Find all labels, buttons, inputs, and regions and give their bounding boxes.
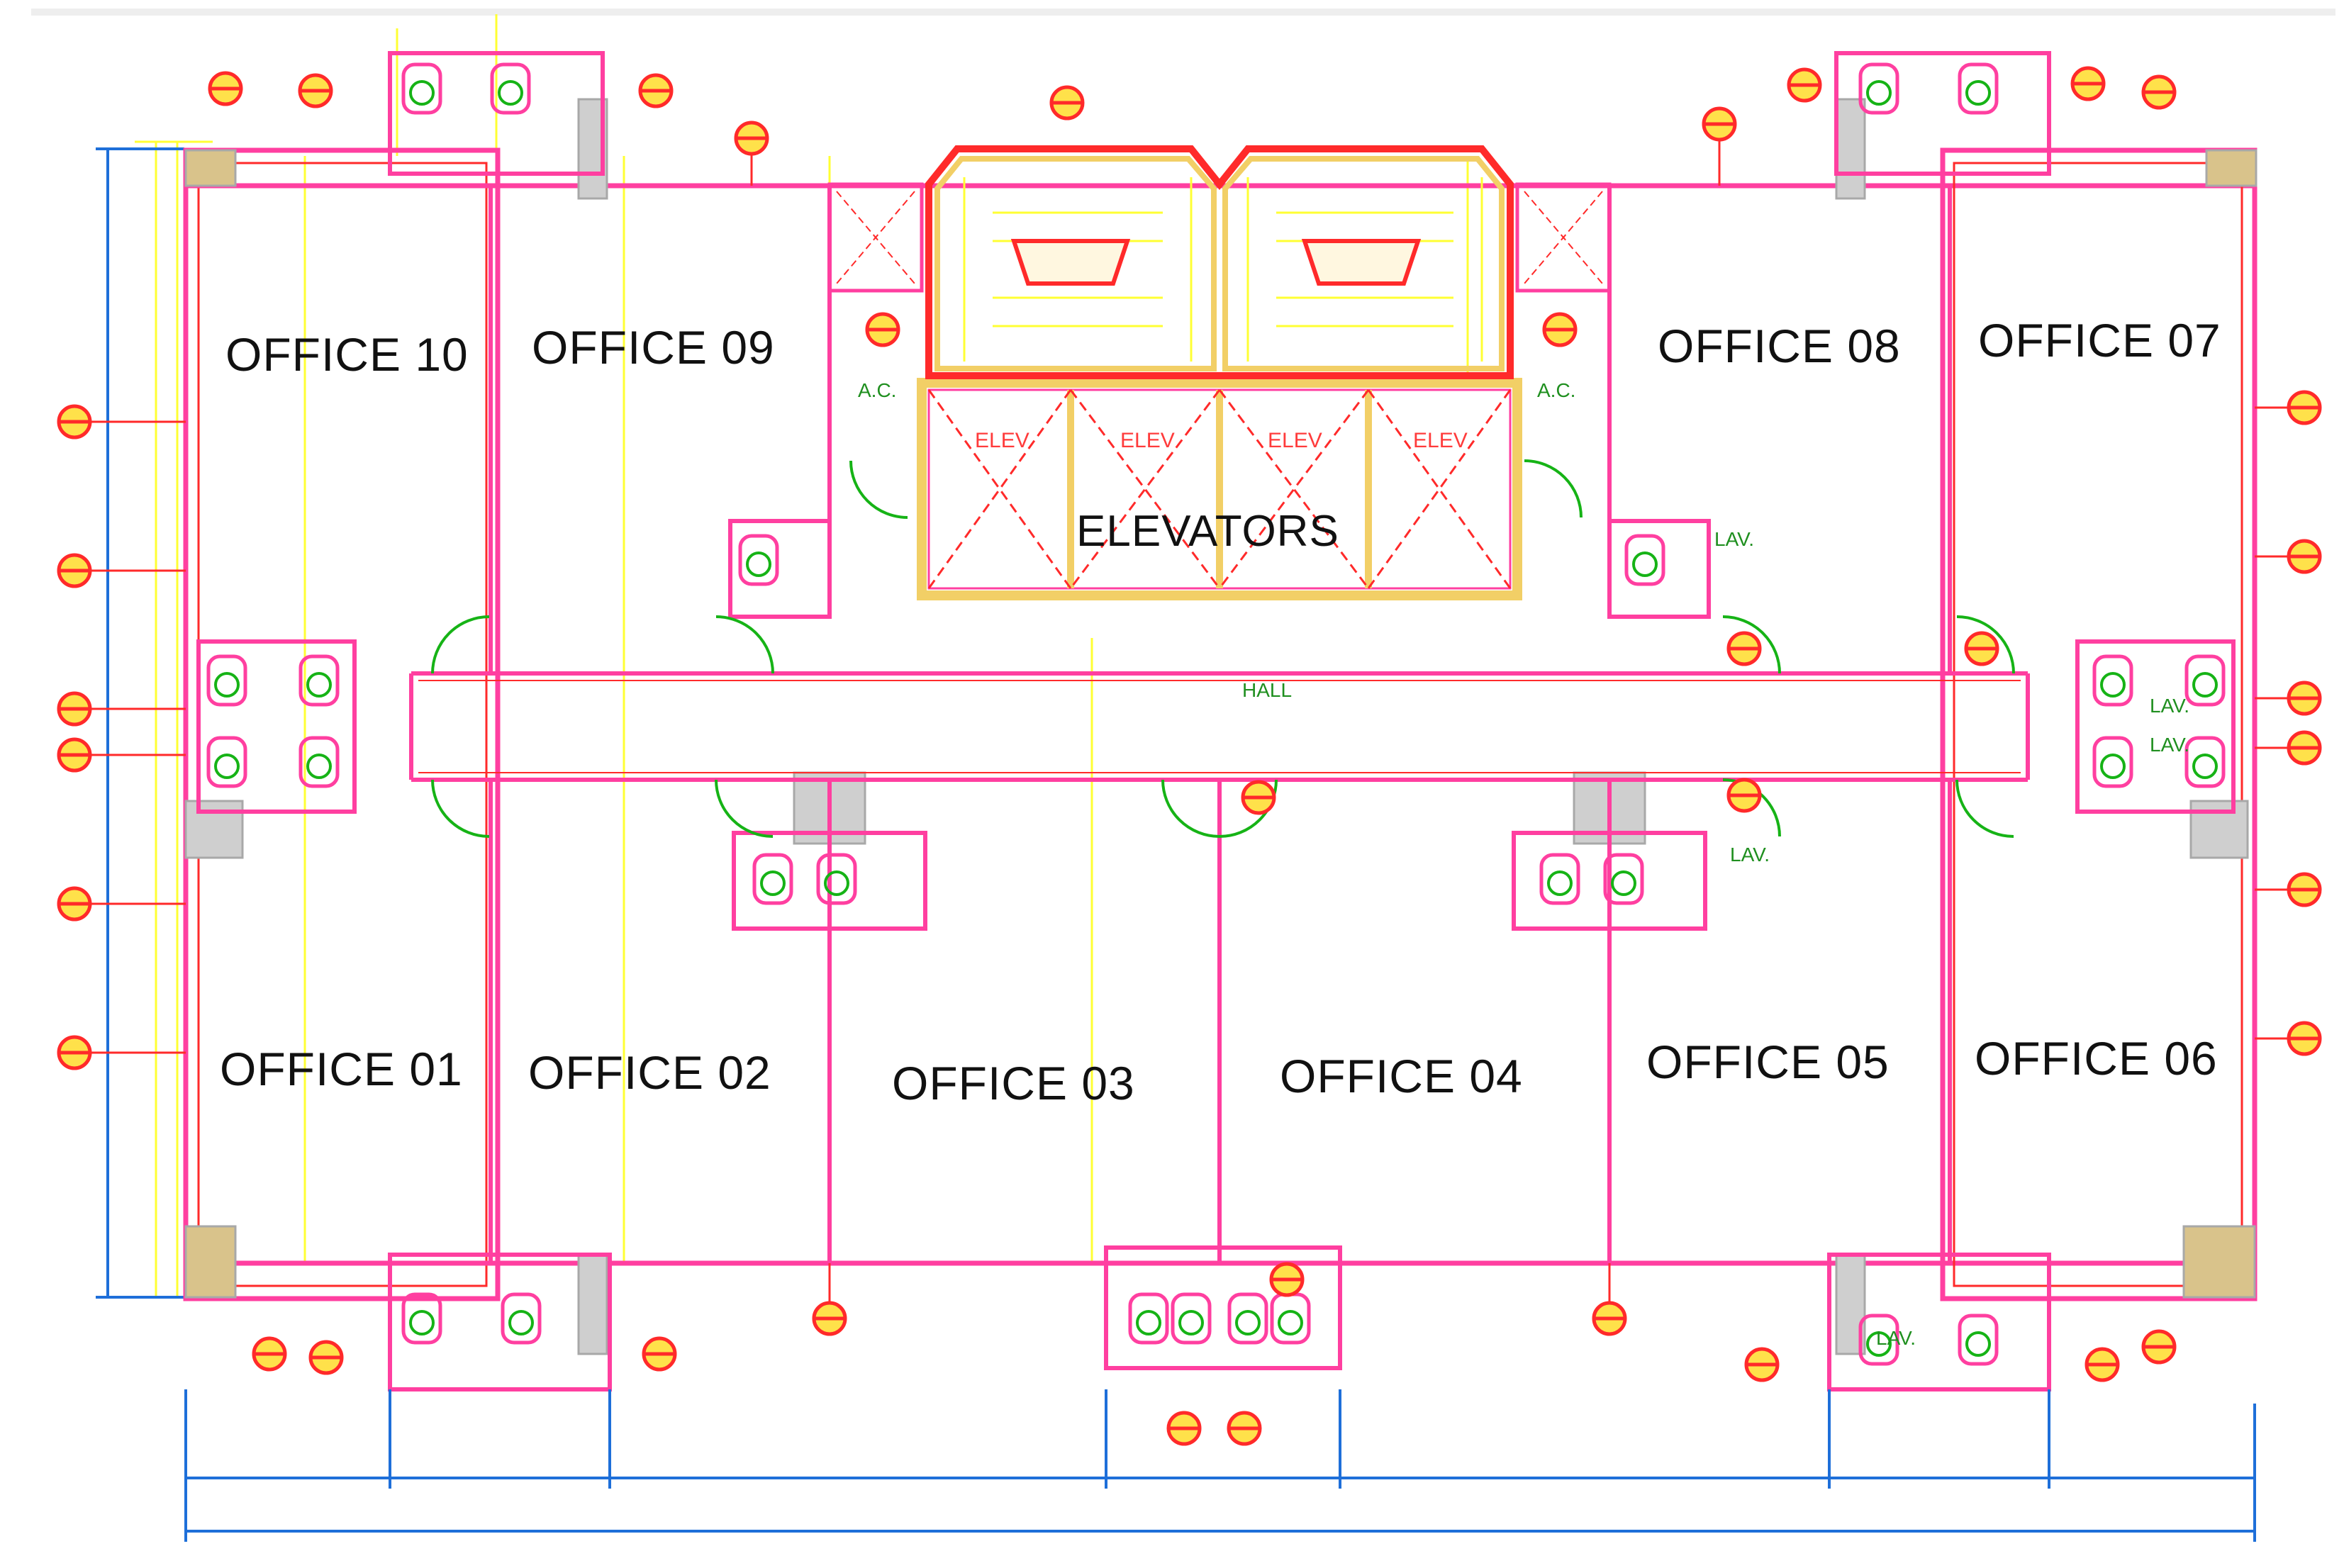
room-label-office-06: OFFICE 06	[1975, 1032, 2218, 1085]
top-strip	[31, 9, 2335, 16]
elevator-car-label: ELEV	[975, 429, 1029, 452]
room-label-elevators: ELEVATORS	[1076, 507, 1339, 556]
room-label-office-09: OFFICE 09	[532, 321, 775, 374]
room-label-office-03: OFFICE 03	[892, 1057, 1135, 1109]
label-lav-1: LAV.	[1714, 528, 1755, 550]
label-lav-5: LAV.	[1876, 1327, 1916, 1349]
door-swings	[431, 459, 2015, 838]
grid-markers	[59, 68, 2320, 1444]
core	[827, 145, 1612, 600]
dimension-left-blue	[96, 147, 184, 1299]
room-label-office-10: OFFICE 10	[225, 328, 469, 381]
room-label-office-04: OFFICE 04	[1280, 1050, 1523, 1102]
room-label-office-08: OFFICE 08	[1658, 320, 1901, 372]
label-hall: HALL	[1242, 679, 1293, 701]
dimension-lines-left	[135, 14, 1469, 1299]
room-label-office-02: OFFICE 02	[528, 1046, 771, 1099]
room-label-office-01: OFFICE 01	[220, 1043, 463, 1095]
label-lav-3: LAV.	[2150, 695, 2190, 717]
elevator-car-label: ELEV	[1268, 429, 1322, 452]
room-label-office-05: OFFICE 05	[1646, 1036, 1890, 1088]
label-lav-2: LAV.	[1730, 844, 1770, 866]
label-ac-left: A.C.	[858, 379, 897, 401]
elevator-car-label: ELEV	[1120, 429, 1175, 452]
label-lav-4: LAV.	[2150, 734, 2190, 756]
partitions	[409, 186, 2030, 1263]
room-label-office-07: OFFICE 07	[1978, 314, 2221, 366]
label-ac-right: A.C.	[1537, 379, 1576, 401]
dimension-bottom-blue	[184, 1389, 2256, 1542]
elevator-car-label: ELEV	[1413, 429, 1468, 452]
toilet-blocks	[196, 51, 2236, 1391]
